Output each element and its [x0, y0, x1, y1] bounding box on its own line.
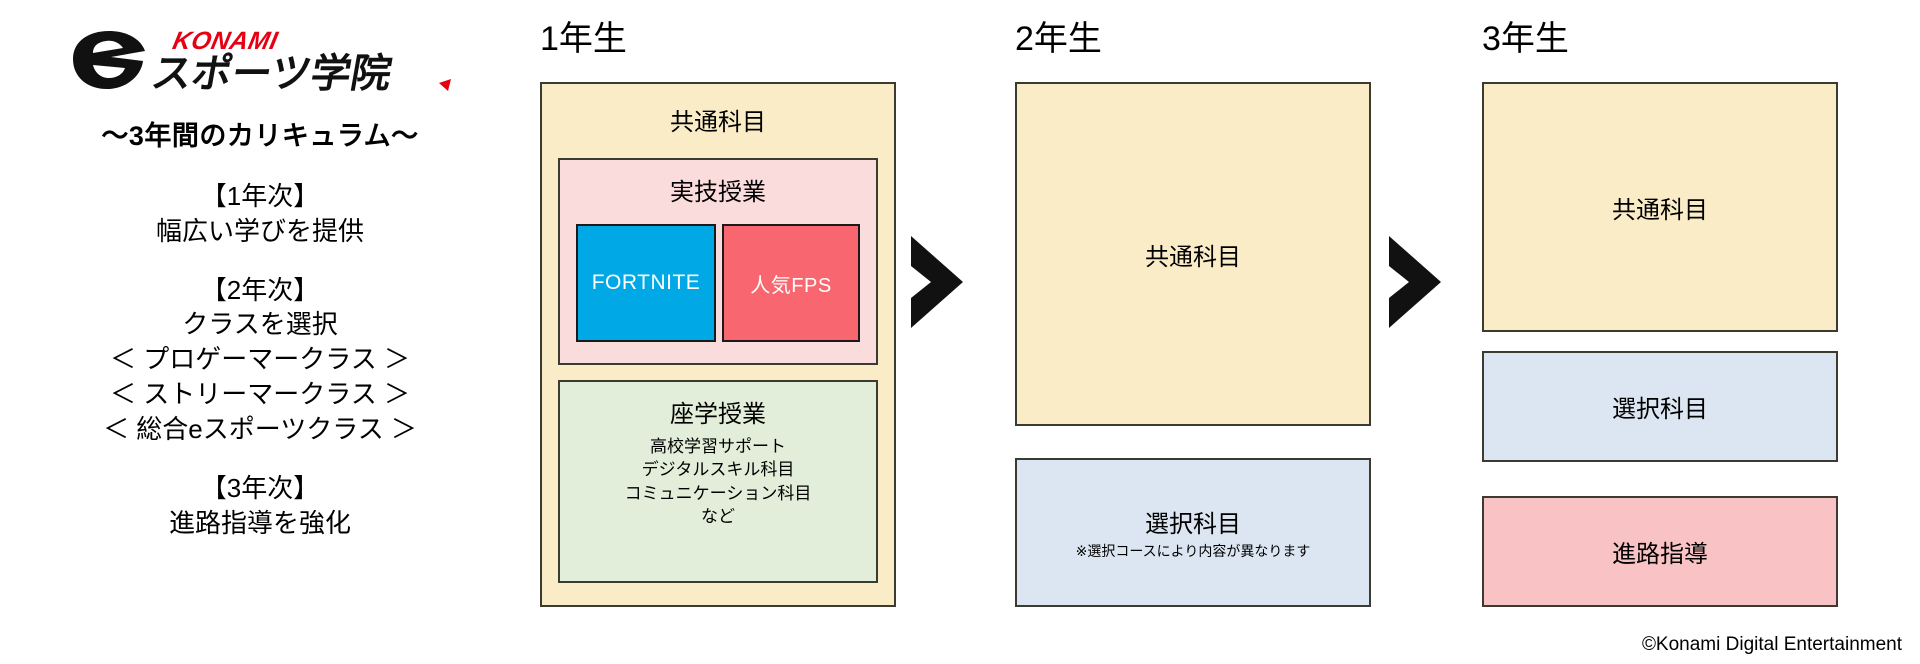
- game-tile-popular-fps: 人気FPS: [722, 224, 860, 342]
- year1-common-subjects-label: 共通科目: [670, 109, 766, 136]
- year2-heading: 【2年次】: [200, 274, 320, 305]
- year3-common-subjects-box: 共通科目: [1482, 82, 1838, 332]
- year1-summary: 【1年次】 幅広い学びを提供: [156, 179, 364, 249]
- copyright-notice: ©Konami Digital Entertainment: [1641, 634, 1902, 655]
- left-panel: KONAMI スポーツ学院 〜3年間のカリキュラム〜 【1年次】 幅広い学びを提…: [0, 0, 520, 664]
- column-title-year1: 1年生: [540, 20, 627, 58]
- class-option-streamer: ＜ ストリーマークラス ＞: [110, 379, 410, 410]
- year1-heading: 【1年次】: [200, 181, 320, 211]
- chevron-right-arrow-1: [905, 232, 975, 337]
- year2-summary: 【2年次】 クラスを選択 ＜ プロゲーマークラス ＞ ＜ ストリーマークラス ＞…: [103, 273, 417, 447]
- year1-description: 幅広い学びを提供: [155, 215, 364, 246]
- year3-career-guidance-label: 進路指導: [1612, 541, 1708, 568]
- year3-heading: 【3年次】: [200, 472, 320, 503]
- year1-lecture-class-box: 座学授業 高校学習サポート デジタルスキル科目 コミュニケーション科目 など: [558, 380, 878, 583]
- year3-common-subjects-label: 共通科目: [1612, 196, 1708, 224]
- year3-elective-subjects-label: 選択科目: [1612, 396, 1708, 423]
- game-tile-popular-fps-label: 人気FPS: [750, 274, 832, 297]
- column-title-year3: 3年生: [1482, 20, 1569, 58]
- game-tile-fortnite: FORTNITE: [576, 224, 716, 342]
- svg-text:KONAMI: KONAMI: [170, 27, 281, 55]
- svg-text:スポーツ学院: スポーツ学院: [148, 51, 395, 96]
- year3-career-guidance-box: 進路指導: [1482, 496, 1838, 607]
- year2-description: クラスを選択: [182, 309, 338, 340]
- game-tile-fortnite-label: FORTNITE: [591, 271, 701, 294]
- column-title-year2: 2年生: [1015, 20, 1102, 58]
- year3-elective-subjects-box: 選択科目: [1482, 351, 1838, 462]
- year2-elective-subjects-box: 選択科目 ※選択コースにより内容が異なります: [1015, 458, 1371, 607]
- lecture-line-3: コミュニケーション科目: [624, 483, 812, 503]
- year3-summary: 【3年次】 進路指導を強化: [169, 471, 351, 541]
- page-subtitle: 〜3年間のカリキュラム〜: [101, 121, 419, 151]
- year1-lecture-class-details: 高校学習サポート デジタルスキル科目 コミュニケーション科目 など: [625, 435, 812, 529]
- year2-elective-subjects-label: 選択科目: [1145, 511, 1241, 538]
- class-option-pro-gamer: ＜ プロゲーマークラス ＞: [110, 344, 410, 375]
- lecture-line-1: 高校学習サポート: [649, 437, 786, 456]
- konami-esports-academy-logo: KONAMI スポーツ学院: [60, 22, 460, 100]
- year1-practical-class-label: 実技授業: [670, 179, 766, 206]
- lecture-line-2: デジタルスキル科目: [641, 460, 795, 480]
- year2-elective-subjects-note: ※選択コースにより内容が異なります: [1075, 543, 1311, 559]
- chevron-right-arrow-2: [1383, 232, 1453, 337]
- year1-lecture-class-label: 座学授業: [670, 401, 766, 428]
- year2-common-subjects-box: 共通科目: [1015, 82, 1371, 426]
- lecture-line-4: など: [700, 507, 735, 527]
- year2-common-subjects-label: 共通科目: [1145, 243, 1241, 271]
- year3-description: 進路指導を強化: [168, 507, 351, 538]
- class-option-general-esports: ＜ 総合eスポーツクラス ＞: [103, 413, 417, 444]
